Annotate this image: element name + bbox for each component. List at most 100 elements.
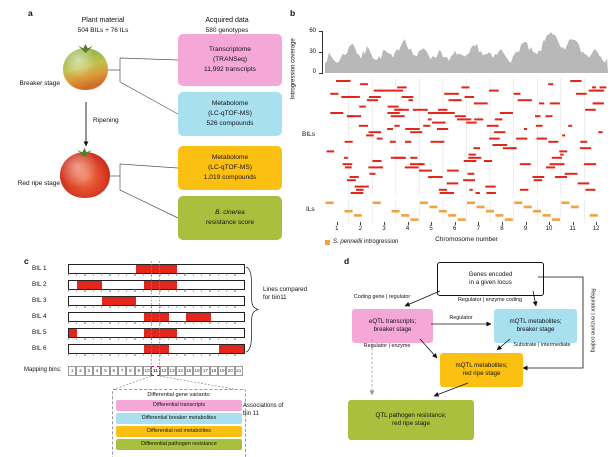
metabolome-breaker-line1: Metabolome bbox=[211, 100, 249, 108]
bil-introgression-dash bbox=[394, 124, 400, 127]
qtl-line1: QTL pathogen resistance; bbox=[375, 411, 447, 419]
differential-variant-row: Differential red metabolites bbox=[116, 426, 242, 437]
chromosome-tick-label: 11 bbox=[569, 225, 576, 232]
bil-introgression-dash bbox=[368, 131, 382, 134]
bil-introgression-dash bbox=[502, 147, 517, 150]
s-pennellii-italic: S. pennellii bbox=[333, 239, 363, 245]
bil-introgression-dash bbox=[446, 182, 459, 185]
il-introgression-dash bbox=[514, 201, 523, 205]
chromosome-x-axis-label: Chromosome number bbox=[435, 236, 498, 243]
bil-introgression-dash bbox=[599, 86, 607, 89]
ytick-mark-0 bbox=[318, 73, 323, 74]
bil-introgression-dash bbox=[548, 140, 559, 143]
bil-introgression-dash bbox=[343, 156, 348, 159]
bil-line-row: BIL 2 bbox=[30, 280, 245, 294]
mapping-bin-cell: 16 bbox=[192, 366, 202, 376]
legend-introgression: S. pennellii introgression bbox=[333, 239, 398, 247]
bil-introgression-dash bbox=[439, 192, 455, 194]
introgression-segment bbox=[144, 313, 169, 321]
bil-line-label: BIL 1 bbox=[32, 265, 47, 272]
coding-gene-regulator-label: Coding gene | regulator bbox=[353, 294, 411, 300]
bil-introgression-dash bbox=[598, 131, 603, 134]
bil-introgression-dash bbox=[350, 192, 364, 194]
bil-introgression-dash bbox=[468, 156, 482, 159]
bil-introgression-dash bbox=[369, 96, 381, 98]
bil-introgression-dash bbox=[348, 96, 360, 98]
introgression-segment bbox=[144, 329, 178, 337]
bil-introgression-dash bbox=[560, 153, 564, 156]
bil-line-label: BIL 2 bbox=[32, 281, 47, 288]
panel-label-b: b bbox=[290, 8, 296, 18]
bil-introgression-dash bbox=[593, 102, 605, 105]
il-introgression-dash bbox=[570, 205, 579, 209]
mapping-bin-cell: 18 bbox=[209, 366, 218, 376]
bil-introgression-dash bbox=[349, 176, 359, 178]
bil-line-label: BIL 6 bbox=[32, 345, 47, 352]
breaker-tomato-image bbox=[63, 48, 108, 90]
bil-introgression-dash bbox=[369, 172, 376, 175]
metabolome-breaker-line3: 526 compounds bbox=[206, 119, 254, 127]
ytick-60: 60 bbox=[309, 27, 316, 34]
chromosome-tick-label: 1 bbox=[335, 225, 339, 232]
il-introgression-dash bbox=[533, 209, 542, 213]
bil-introgression-dash bbox=[427, 118, 432, 121]
introgression-coverage-area-chart bbox=[325, 32, 608, 73]
bil-introgression-dash bbox=[577, 182, 590, 185]
transcriptome-line3: 11,992 transcripts bbox=[204, 65, 256, 73]
bil-introgression-dash bbox=[390, 115, 405, 118]
bil-introgression-dash bbox=[469, 188, 473, 191]
lines-compared-line1: Lines compared bbox=[263, 286, 308, 293]
plant-material-header: Plant material bbox=[81, 17, 125, 24]
metabolome-red-box: Metabolome (LC-qTOF-MS) 1,019 compounds bbox=[178, 146, 282, 190]
bil-introgression-dash bbox=[517, 99, 532, 102]
bil-introgression-dash bbox=[492, 144, 505, 146]
il-introgression-dash bbox=[476, 205, 485, 209]
resistance-score-box: B. cinerea resistance score bbox=[178, 196, 282, 240]
il-introgression-dash bbox=[448, 214, 457, 217]
introgression-segment bbox=[144, 281, 178, 289]
bil-introgression-dash bbox=[358, 124, 368, 127]
bil-introgression-dash bbox=[397, 108, 403, 111]
bil-introgression-dash bbox=[474, 118, 484, 121]
bil-introgression-dash bbox=[473, 102, 488, 105]
ytick-mark-60 bbox=[318, 31, 323, 32]
ripening-arrow-label: Ripening bbox=[93, 117, 119, 124]
bil-introgression-dash bbox=[347, 115, 362, 118]
bil-introgression-dash bbox=[562, 134, 566, 137]
resistance-score-line2: resistance score bbox=[205, 219, 254, 226]
bil-introgression-dash bbox=[330, 112, 344, 114]
tomato-calyx-icon bbox=[78, 44, 93, 53]
ytick-30: 30 bbox=[309, 48, 316, 55]
substrate-intermediate-label: Substrate | intermediate bbox=[513, 342, 571, 348]
bil-introgression-dash bbox=[412, 108, 428, 111]
mapping-bin-cell: 5 bbox=[101, 366, 110, 376]
mapping-bin-cell: 21 bbox=[234, 366, 243, 376]
bil-introgression-dash bbox=[360, 83, 368, 86]
bil-introgression-dash bbox=[464, 96, 474, 98]
il-introgression-dash bbox=[457, 218, 466, 221]
bil-introgression-dash bbox=[549, 163, 565, 166]
metabolome-red-line3: 1,019 compounds bbox=[203, 173, 257, 181]
bil-introgression-dash bbox=[536, 137, 547, 140]
chromosome-tick-label: 5 bbox=[429, 225, 433, 232]
bil-introgression-dash bbox=[463, 160, 477, 162]
bil-introgression-dash bbox=[489, 137, 500, 140]
transcriptome-line1: Transcriptome bbox=[209, 46, 251, 54]
bil-introgression-dash bbox=[373, 89, 381, 92]
bil-introgression-dash bbox=[475, 192, 480, 194]
bin-tick-marks bbox=[68, 352, 243, 356]
bil-introgression-dash bbox=[438, 188, 447, 191]
bin-tick-marks bbox=[68, 288, 243, 292]
genes-locus-line2: in a given locus bbox=[469, 279, 512, 286]
bil-introgression-dash bbox=[413, 128, 418, 130]
bil-introgression-dash bbox=[568, 124, 573, 127]
bil-introgression-dash bbox=[366, 134, 374, 137]
bil-introgression-dash bbox=[583, 163, 597, 166]
bil-introgression-dash bbox=[559, 150, 568, 153]
il-introgression-dash bbox=[589, 214, 598, 217]
chromosome-tick-mark bbox=[454, 222, 456, 225]
bin-tick-marks bbox=[68, 336, 243, 340]
associations-line2: bin 11 bbox=[243, 410, 259, 417]
mapping-bin-cell: 14 bbox=[176, 366, 185, 376]
